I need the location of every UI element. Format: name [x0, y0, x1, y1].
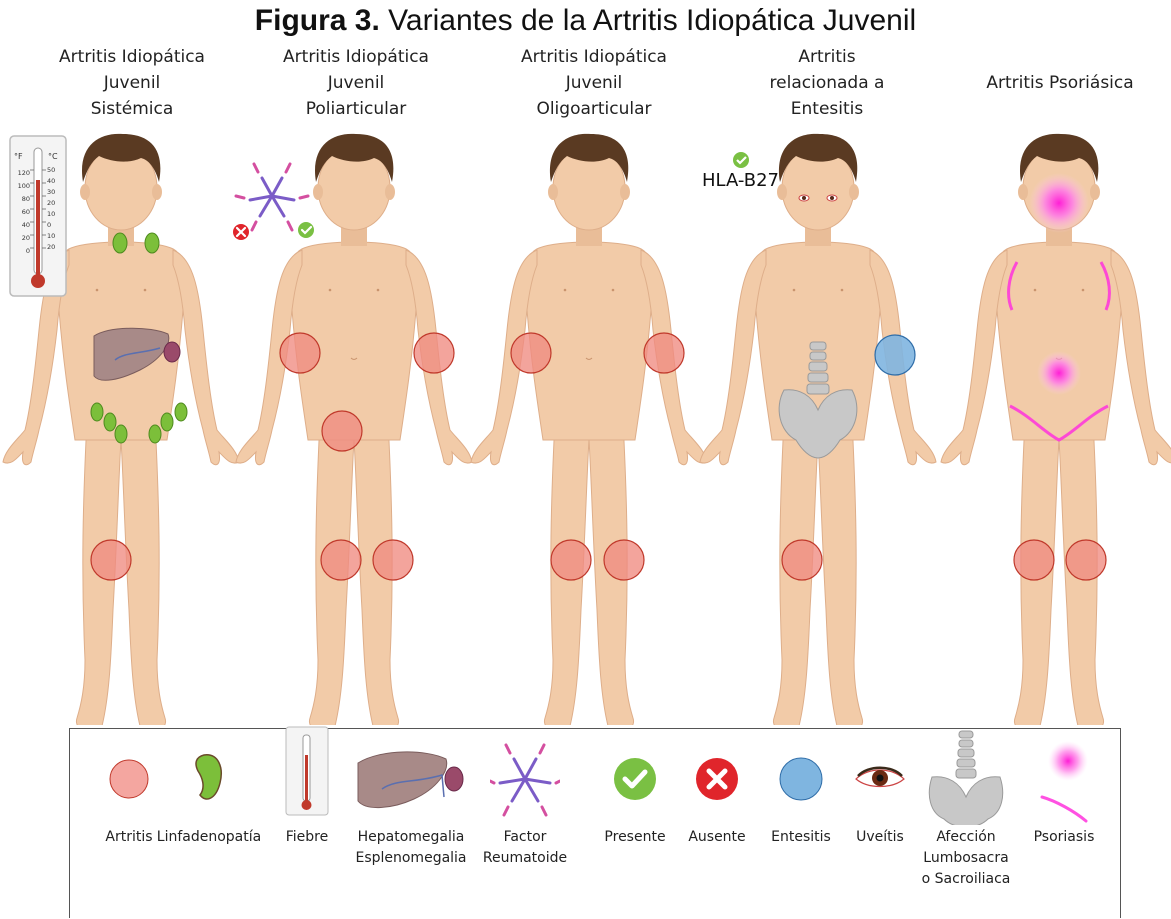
cross-icon — [695, 739, 739, 819]
liver-spleen-legend-icon — [356, 739, 466, 819]
thermo-c-tick: 20 — [47, 199, 55, 207]
thermo-c-tick: 10 — [47, 232, 55, 240]
entesitis-icon — [776, 739, 826, 819]
entesitis-marker — [875, 335, 915, 375]
eye-icon — [852, 739, 908, 819]
lymph-node-icon — [184, 739, 234, 819]
thermo-c-unit: °C — [48, 152, 58, 161]
thermo-f-tick: 120 — [18, 169, 30, 177]
antibody-icon — [490, 739, 560, 819]
artritis-icon — [104, 739, 154, 819]
legend-item-ausente: Ausente — [695, 729, 739, 919]
legend-item-artritis: Artritis — [104, 729, 154, 919]
psoriasis-icon — [1036, 739, 1092, 829]
thermo-f-unit: °F — [14, 152, 23, 161]
thermo-c-tick: 40 — [47, 177, 55, 185]
thermo-f-tick: 100 — [18, 182, 30, 190]
legend-item-factor-reumatoide: Factor Reumatoide — [490, 729, 560, 919]
spine-pelvis-legend-icon — [926, 729, 1006, 825]
legend-item-lumbosacra: Afección Lumbosacra o Sacroiliaca — [926, 729, 1006, 919]
legend-box: Artritis Linfadenopatía Fiebre Hepatomeg… — [69, 728, 1121, 918]
thermo-f-tick: 20 — [22, 234, 30, 242]
legend-item-presente: Presente — [613, 729, 657, 919]
legend-item-linfadenopatia: Linfadenopatía — [184, 729, 234, 919]
hla-present-check-icon — [733, 152, 749, 168]
legend-item-hepatomegalia: Hepatomegalia Esplenomegalia — [356, 729, 466, 919]
thermo-f-tick: 40 — [22, 221, 30, 229]
child-figure-oligoarticular — [471, 134, 707, 725]
thermo-f-tick: 60 — [22, 208, 30, 216]
legend-item-psoriasis: Psoriasis — [1036, 729, 1092, 919]
thermo-c-tick: 0 — [47, 221, 51, 229]
thermo-c-tick: 50 — [47, 166, 55, 174]
thermo-c-tick: 10 — [47, 210, 55, 218]
check-icon — [613, 739, 657, 819]
factor-reumatoide-icon — [233, 164, 314, 240]
legend-label: Psoriasis — [976, 827, 1152, 848]
thermometer-icon: °F °C 120 100 80 60 40 20 0 50 40 30 20 … — [10, 136, 66, 296]
thermo-c-tick: 20 — [47, 243, 55, 251]
figure-title: Figura 3. Variantes de la Artritis Idiop… — [0, 4, 1171, 38]
thermo-c-tick: 30 — [47, 188, 55, 196]
legend-item-entesitis: Entesitis — [776, 729, 826, 919]
children-figures: °F °C 120 100 80 60 40 20 0 50 40 30 20 … — [0, 120, 1171, 725]
thermometer-small-icon — [282, 725, 332, 817]
thermo-f-tick: 80 — [22, 195, 30, 203]
hla-b27-label: HLA-B27 — [702, 170, 779, 191]
legend-item-fiebre: Fiebre — [282, 729, 332, 919]
legend-item-uveitis: Uveítis — [852, 729, 908, 919]
thermo-f-tick: 0 — [26, 247, 30, 255]
column-label-psoriasica: Artritis Psoriásica — [960, 70, 1160, 96]
